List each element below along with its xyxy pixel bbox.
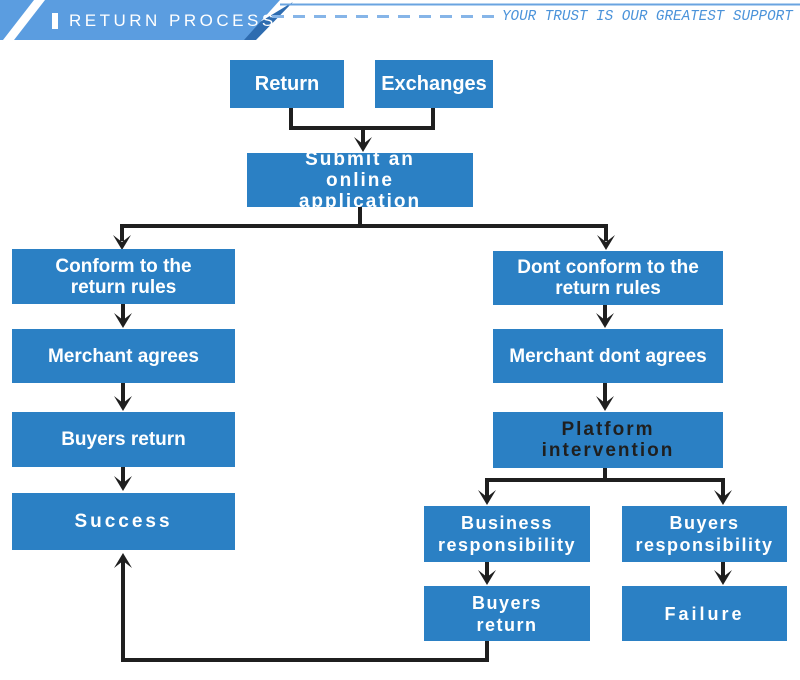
arrowhead-down-icon (714, 570, 732, 585)
node-submit-application: Submit an online application (247, 149, 473, 212)
arrowhead-down-icon (114, 396, 132, 411)
page-title: RETURN PROCESS (69, 11, 277, 30)
header-slogan: YOUR TRUST IS OUR GREATEST SUPPORT (502, 8, 793, 25)
node-exchanges: Exchanges (375, 60, 493, 108)
node-buyers-return-left: Buyers return (12, 412, 235, 467)
ribbon-banner-shape (0, 0, 280, 40)
header-title-group: RETURN PROCESS (52, 11, 277, 31)
node-buyers-return-right: Buyers return (424, 586, 590, 641)
node-merchant-agrees: Merchant agrees (12, 329, 235, 383)
node-success: Success (12, 493, 235, 550)
arrowhead-down-icon (478, 570, 496, 585)
arrowhead-down-icon (478, 490, 496, 505)
banner-graphics (0, 0, 800, 40)
title-marker-icon (52, 13, 58, 29)
node-failure: Failure (622, 586, 787, 641)
banner-slash-decoration (3, 0, 45, 40)
node-merchant-dont-agrees: Merchant dont agrees (493, 329, 723, 383)
connector-lines (120, 108, 725, 662)
arrowhead-down-icon (354, 137, 372, 152)
arrowhead-down-icon (114, 476, 132, 491)
header-banner: RETURN PROCESS YOUR TRUST IS OUR GREATES… (0, 0, 800, 44)
node-business-responsibility: Business responsibility (424, 506, 590, 562)
arrowhead-down-icon (114, 313, 132, 328)
arrowhead-down-icon (596, 396, 614, 411)
arrowhead-up-icon (114, 553, 132, 568)
node-platform-intervention: Platform intervention (493, 412, 723, 468)
node-dont-conform-rules: Dont conform to the return rules (493, 251, 723, 305)
node-return: Return (230, 60, 344, 108)
node-buyers-responsibility: Buyers responsibility (622, 506, 787, 562)
node-conform-rules: Conform to the return rules (12, 249, 235, 304)
arrowhead-down-icon (714, 490, 732, 505)
arrowhead-down-icon (113, 235, 131, 250)
arrowhead-down-icon (596, 313, 614, 328)
arrowhead-down-icon (597, 235, 615, 250)
